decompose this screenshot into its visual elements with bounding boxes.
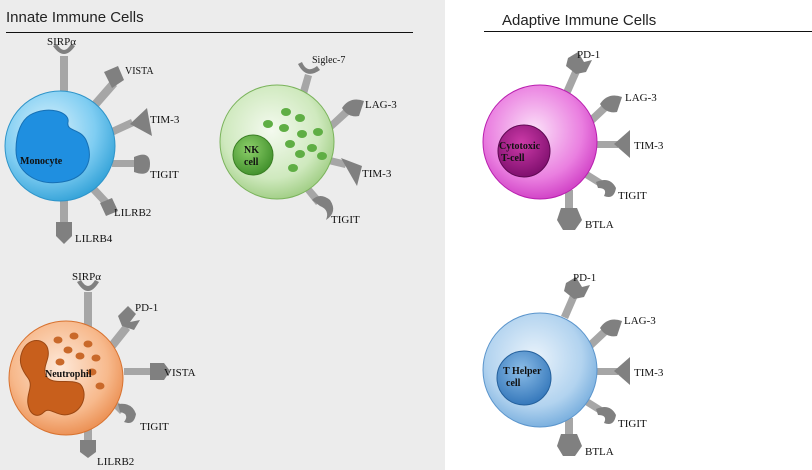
monocyte-sirpa-label: SIRPα [47,36,76,48]
helper-tim3-receptor [594,357,630,385]
cytotoxic-btla-receptor [557,190,582,230]
monocyte-lilrb2-label: LILRB2 [114,207,151,219]
helper-tim3-label: TIM-3 [634,367,664,379]
neutrophil-vista-receptor [124,363,170,380]
neutrophil-sirpa-receptor [77,280,99,332]
cytotoxic-pd1-receptor [562,52,592,97]
nk-label-line2: cell [244,157,259,168]
monocyte-cell: Monocyte SIRPα VISTA TIM-3 TIGIT LILRB2 … [4,36,180,245]
monocyte-tigit-receptor [112,154,150,174]
helper-label-line1: T Helper [503,366,542,377]
neutrophil-label: Neutrophil [45,369,92,380]
cytotoxic-lag3-label: LAG-3 [625,92,657,104]
cytotoxic-tim3-receptor [594,130,630,158]
nk-tigit-receptor [304,186,334,220]
helper-nucleus [496,350,552,406]
nk-label-line1: NK [244,145,259,156]
helper-btla-receptor [557,418,582,456]
neutrophil-granules [53,332,105,390]
t-helper-cell: T Helper cell PD-1 LAG-3 TIM-3 TIGIT BTL… [482,272,664,458]
cytotoxic-nucleus [497,124,551,178]
neutrophil-vista-label: VISTA [164,367,196,379]
neutrophil-lilrb2-label: LILRB2 [97,456,134,468]
nk-granules [263,108,327,172]
neutrophil-pd1-label: PD-1 [135,302,158,314]
monocyte-nucleus [15,109,90,184]
nk-tim3-label: TIM-3 [362,168,392,180]
helper-label-line2: cell [506,378,521,389]
cytotoxic-label-line2: T-cell [501,153,525,164]
helper-pd1-label: PD-1 [573,272,596,284]
monocyte-sirpa-receptor [53,44,75,94]
helper-btla-label: BTLA [585,446,614,458]
monocyte-tim3-label: TIM-3 [150,114,180,126]
nk-nucleus [232,134,274,176]
helper-pd1-receptor [561,277,590,319]
neutrophil-lilrb2-receptor [80,424,96,458]
nk-tigit-label: TIGIT [331,214,360,226]
cytotoxic-pd1-label: PD-1 [577,49,600,61]
cytotoxic-btla-label: BTLA [585,219,614,231]
monocyte-lilrb4-receptor [56,198,72,244]
nk-lag3-label: LAG-3 [365,99,397,111]
nk-cell: NK cell Siglec-7 LAG-3 TIM-3 TIGIT [219,55,397,226]
neutrophil-pd1-receptor [108,306,140,350]
monocyte-lilrb4-label: LILRB4 [75,233,113,245]
monocyte-vista-receptor [90,66,124,110]
adaptive-title-rule [484,31,812,32]
neutrophil-cell: Neutrophil SIRPα PD-1 VISTA TIGIT LILRB2 [8,271,196,468]
monocyte-vista-label: VISTA [125,66,154,77]
adaptive-title: Adaptive Immune Cells [502,12,657,29]
monocyte-tigit-label: TIGIT [150,169,179,181]
neutrophil-tigit-label: TIGIT [140,421,169,433]
monocyte-label: Monocyte [20,156,63,167]
helper-lag3-label: LAG-3 [624,315,656,327]
cytotoxic-label-line1: Cytotoxic [499,141,541,152]
cytotoxic-t-cell: Cytotoxic T-cell PD-1 LAG-3 TIM-3 TIGIT … [482,49,664,231]
cytotoxic-tigit-label: TIGIT [618,190,647,202]
helper-tigit-label: TIGIT [618,418,647,430]
neutrophil-nucleus [19,340,85,416]
neutrophil-sirpa-label: SIRPα [72,271,101,283]
monocyte-lilrb2-receptor [91,186,118,216]
innate-title: Innate Immune Cells [6,9,144,26]
innate-title-rule [6,32,413,33]
nk-siglec7-label: Siglec-7 [312,55,345,66]
cytotoxic-tim3-label: TIM-3 [634,140,664,152]
